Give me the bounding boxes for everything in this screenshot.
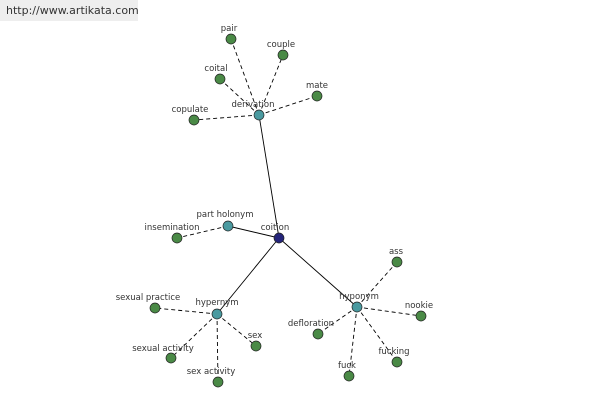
label-root[interactable]: coition — [261, 223, 290, 233]
source-url[interactable]: http://www.artikata.com — [0, 0, 139, 21]
node-word-nookie[interactable] — [415, 310, 427, 322]
graph-labels: coition derivation pair couple coital mate cop… — [116, 24, 433, 377]
label-word-sex-activity[interactable]: sex activity — [187, 367, 236, 377]
node-word-sex-activity[interactable] — [212, 376, 224, 388]
label-relation-hypernym[interactable]: hypernym — [195, 298, 238, 308]
edge-hypernym-sexual-practice — [154, 307, 218, 315]
label-word-couple[interactable]: couple — [267, 40, 295, 50]
label-word-pair[interactable]: pair — [221, 24, 238, 34]
node-word-ass[interactable] — [391, 256, 403, 268]
edge-hyponym-fuck — [348, 306, 358, 377]
label-word-fucking[interactable]: fucking — [378, 347, 409, 357]
label-relation-hyponym[interactable]: hyponym — [339, 292, 379, 302]
edge-derivation-copulate — [193, 114, 260, 121]
label-word-insemination[interactable]: insemination — [145, 223, 200, 233]
label-relation-derivation[interactable]: derivation — [231, 100, 274, 110]
node-word-fucking[interactable] — [391, 356, 403, 368]
edge-hyponym-nookie — [356, 306, 422, 317]
edge-root-part-holonym — [227, 225, 280, 239]
edge-hyponym-ass — [356, 261, 398, 308]
node-word-insemination[interactable] — [171, 232, 183, 244]
node-relation-part-holonym[interactable] — [222, 220, 234, 232]
graph-edges — [154, 38, 422, 383]
edge-hyponym-defloration — [317, 306, 358, 335]
node-root-coition[interactable] — [273, 232, 285, 244]
edge-derivation-coital — [219, 78, 260, 116]
edge-derivation-couple — [258, 54, 284, 116]
label-word-sexual-practice[interactable]: sexual practice — [116, 293, 181, 303]
edge-hypernym-sex — [216, 313, 257, 347]
label-word-sex[interactable]: sex — [248, 331, 263, 341]
label-word-mate[interactable]: mate — [306, 81, 328, 91]
node-relation-hyponym[interactable] — [351, 301, 363, 313]
label-word-coital[interactable]: coital — [204, 64, 227, 74]
edge-root-derivation — [258, 114, 280, 239]
edge-hypernym-sexual-activity — [170, 313, 218, 359]
label-word-copulate[interactable]: copulate — [172, 105, 209, 115]
label-word-nookie[interactable]: nookie — [405, 301, 433, 311]
edge-part-holonym-insemination — [176, 225, 229, 239]
node-relation-hypernym[interactable] — [211, 308, 223, 320]
node-word-sexual-practice[interactable] — [149, 302, 161, 314]
graph-nodes — [149, 33, 427, 388]
node-word-coital[interactable] — [214, 73, 226, 85]
node-word-defloration[interactable] — [312, 328, 324, 340]
label-word-defloration[interactable]: defloration — [288, 319, 334, 329]
node-word-pair[interactable] — [225, 33, 237, 45]
node-relation-derivation[interactable] — [253, 109, 265, 121]
label-word-fuck[interactable]: fuck — [338, 361, 356, 371]
label-word-ass[interactable]: ass — [389, 247, 404, 257]
node-word-mate[interactable] — [311, 90, 323, 102]
node-word-fuck[interactable] — [343, 370, 355, 382]
node-word-sexual-activity[interactable] — [165, 352, 177, 364]
edge-root-hyponym — [278, 237, 358, 308]
edge-root-hypernym — [216, 237, 280, 315]
node-word-copulate[interactable] — [188, 114, 200, 126]
node-word-couple[interactable] — [277, 49, 289, 61]
edge-derivation-mate — [258, 95, 318, 116]
edge-hypernym-sex-activity — [216, 313, 219, 383]
node-word-sex[interactable] — [250, 340, 262, 352]
label-relation-part-holonym[interactable]: part holonym — [197, 210, 254, 220]
edge-hyponym-fucking — [356, 306, 398, 363]
label-word-sexual-activity[interactable]: sexual activity — [132, 344, 194, 354]
